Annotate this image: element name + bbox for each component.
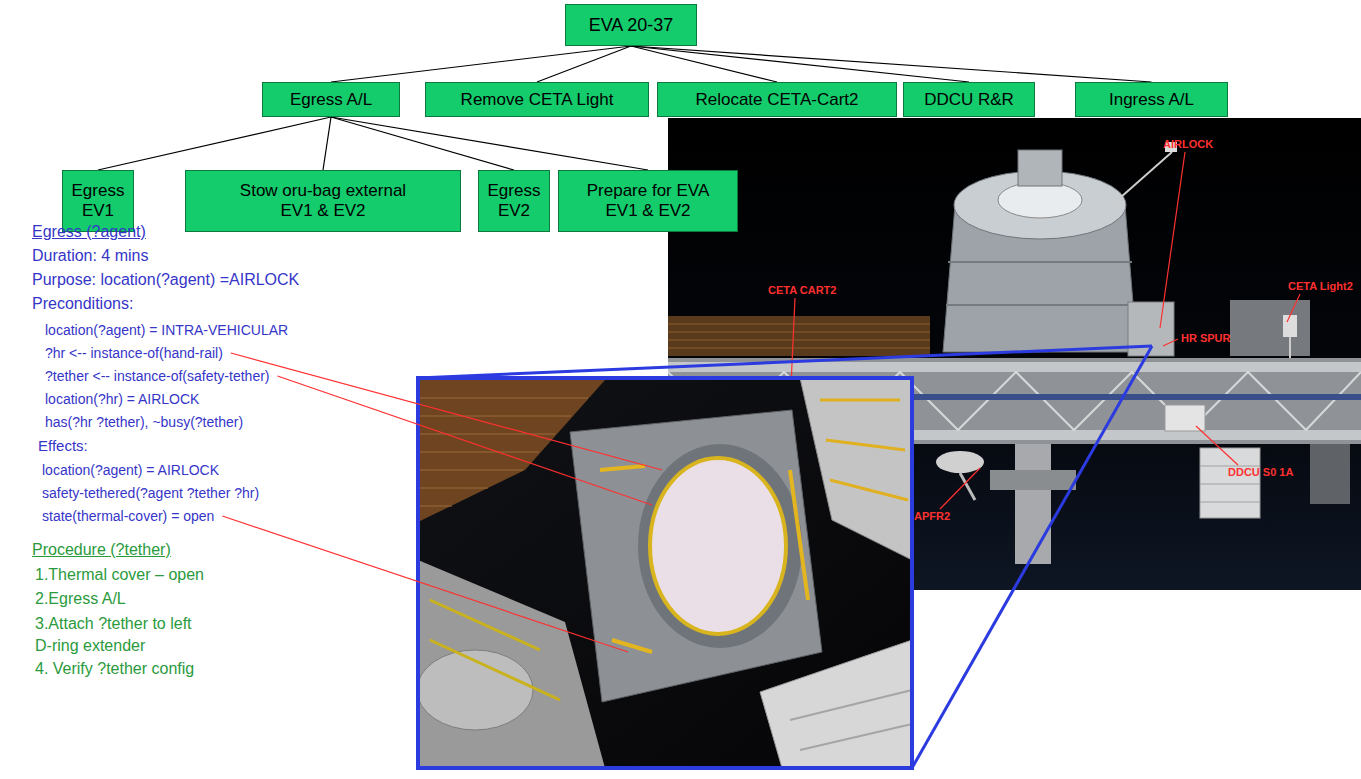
- space-photo-part: [1289, 337, 1291, 358]
- task-box: Prepare for EVA EV1 & EV2: [558, 170, 738, 232]
- airlock-closeup-part: [790, 690, 912, 750]
- task-box: Stow oru-bag external EV1 & EV2: [185, 170, 461, 232]
- task-box: Egress EV1: [62, 170, 134, 232]
- connector-line: [631, 46, 969, 82]
- task-label: Prepare for EVA EV1 & EV2: [573, 181, 723, 221]
- airlock-closeup-part: [600, 466, 808, 652]
- airlock-closeup-part: [418, 378, 912, 768]
- operator-text: ?hr <-- instance-of(hand-rail): [45, 343, 223, 363]
- operator-text: location(?agent) = INTRA-VEHICULAR: [45, 320, 288, 340]
- operator-text: Preconditions:: [32, 294, 133, 314]
- procedure-text: 4. Verify ?tether config: [35, 659, 194, 679]
- operator-text: location(?agent) = AIRLOCK: [42, 460, 219, 480]
- tree-connector: [631, 46, 1152, 82]
- task-box: Remove CETA Light: [425, 82, 649, 117]
- connector-line: [331, 117, 648, 170]
- task-label: Stow oru-bag external EV1 & EV2: [228, 181, 418, 221]
- space-photo-part: [1015, 444, 1051, 564]
- operator-text: has(?hr ?tether), ~busy(?tether): [45, 412, 243, 432]
- space-photo-part: [668, 316, 930, 356]
- operator-text: Effects:: [38, 436, 88, 456]
- operator-text: safety-tethered(?agent ?tether ?hr): [42, 483, 259, 503]
- leader-line: [278, 376, 653, 505]
- part-label: CETA CART2: [768, 284, 836, 297]
- procedure-text: Procedure (?tether): [32, 540, 171, 560]
- procedure-text: 2.Egress A/L: [35, 589, 126, 609]
- tree-connector: [331, 117, 648, 170]
- task-box: DDCU R&R: [903, 82, 1035, 117]
- picture-leader-lines-part: [1160, 152, 1185, 328]
- task-box: Relocate CETA-Cart2: [657, 82, 897, 117]
- airlock-closeup-part: [418, 398, 588, 506]
- task-label: Relocate CETA-Cart2: [695, 90, 858, 110]
- operator-text: Egress (?agent): [32, 222, 146, 242]
- part-label: APFR2: [914, 510, 950, 523]
- operator-text: ?tether <-- instance-of(safety-tether): [45, 366, 270, 386]
- projection-lines-part: [912, 346, 1152, 768]
- task-label: Remove CETA Light: [461, 90, 614, 110]
- airlock-closeup-part: [418, 378, 912, 768]
- projection-lines-part: [418, 346, 1152, 378]
- task-box: Egress A/L: [262, 82, 400, 117]
- airlock-closeup-part: [638, 444, 802, 648]
- part-label: DDCU S0 1A: [1228, 466, 1293, 479]
- picture-leader-lines-part: [1287, 294, 1300, 322]
- connector-line: [331, 46, 631, 82]
- airlock-closeup-part: [800, 378, 912, 560]
- space-photo-part: [1283, 315, 1297, 337]
- tree-connector: [631, 46, 969, 82]
- airlock-closeup-part: [430, 600, 560, 700]
- task-label: DDCU R&R: [924, 90, 1014, 110]
- task-label: Egress A/L: [290, 90, 372, 110]
- operator-text: Purpose: location(?agent) =AIRLOCK: [32, 270, 299, 290]
- part-label: AIRLOCK: [1163, 138, 1213, 151]
- leader-line: [222, 516, 628, 652]
- space-photo-part: [1230, 300, 1310, 356]
- connector-line: [98, 117, 331, 170]
- space-photo-part: [998, 182, 1082, 218]
- picture-leader-lines-part: [1163, 339, 1178, 346]
- space-photo-part: [1310, 444, 1350, 504]
- airlock-closeup-part: [820, 400, 908, 500]
- task-label: Egress EV1: [68, 181, 128, 221]
- space-photo-part: [1200, 448, 1260, 518]
- space-photo-part: [936, 451, 984, 473]
- task-box: Egress EV2: [478, 170, 550, 232]
- part-label: HR SPUR: [1181, 332, 1231, 345]
- space-photo-part: [946, 262, 1134, 305]
- airlock-closeup-part: [570, 410, 822, 702]
- leader-line: [231, 353, 662, 470]
- task-box: Ingress A/L: [1075, 82, 1228, 117]
- procedure-text: 1.Thermal cover – open: [35, 565, 204, 585]
- picture-leader-lines-part: [791, 298, 795, 386]
- root-task-box: EVA 20-37: [565, 4, 697, 46]
- projection-lines: [418, 346, 1152, 768]
- airlock-closeup-part: [760, 640, 912, 768]
- connector-line: [323, 117, 331, 170]
- space-photo-part: [668, 324, 930, 348]
- airlock-closeup: [417, 378, 912, 768]
- tree-connector: [98, 117, 331, 170]
- picture-leader-lines-part: [1196, 426, 1238, 465]
- space-photo-part: [990, 470, 1076, 490]
- operator-text: state(thermal-cover) = open: [42, 506, 214, 526]
- task-label: EVA 20-37: [589, 15, 674, 35]
- tree-connector: [537, 46, 631, 82]
- airlock-closeup-part: [650, 458, 786, 634]
- operator-text: location(?hr) = AIRLOCK: [45, 389, 199, 409]
- space-photo-part: [1112, 152, 1172, 205]
- operator-text: Duration: 4 mins: [32, 246, 149, 266]
- space-photo-part: [1165, 405, 1205, 431]
- task-label: Ingress A/L: [1109, 90, 1194, 110]
- space-photo-part: [1018, 150, 1062, 186]
- picture-leader-lines-part: [940, 468, 980, 509]
- task-label: Egress EV2: [484, 181, 544, 221]
- tree-connector: [331, 46, 631, 82]
- tree-connector: [323, 117, 331, 170]
- connector-line: [631, 46, 1152, 82]
- procedure-text: 3.Attach ?tether to left D-ring extender: [35, 613, 200, 657]
- connector-line: [537, 46, 631, 82]
- part-label: CETA Light2: [1288, 280, 1353, 293]
